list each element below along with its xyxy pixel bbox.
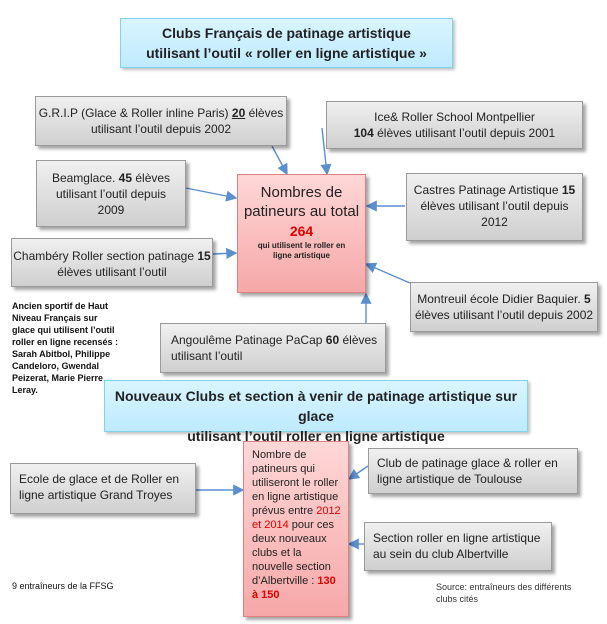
title-existing-clubs: Clubs Français de patinage artistique ut… bbox=[120, 18, 453, 68]
future-club-troyes: Ecole de glace et de Roller en ligne art… bbox=[10, 463, 196, 514]
club-montreuil: Montreuil école Didier Baquier. 5 élèves… bbox=[410, 282, 598, 332]
footer-coaches: 9 entraîneurs de la FFSG bbox=[12, 581, 114, 591]
club-chambery: Chambéry Roller section patinage 15 élèv… bbox=[11, 238, 213, 287]
club-castres: Castres Patinage Artistique 15 élèves ut… bbox=[406, 173, 583, 241]
future-total-box: Nombre de patineurs qui utiliseront le r… bbox=[243, 441, 349, 617]
club-grip: G.R.I.P (Glace & Roller inline Paris) 20… bbox=[35, 96, 287, 146]
arrow-grip bbox=[271, 145, 288, 176]
club-ice-roller-montpellier: Ice& Roller School Montpellier 104 élève… bbox=[326, 101, 583, 149]
club-beamglace: Beamglace. 45 élèves utilisant l’outil d… bbox=[36, 160, 186, 227]
arrow-ice-roller bbox=[320, 127, 332, 176]
note-former-athletes: Ancien sportif de Haut Niveau Français s… bbox=[12, 301, 119, 395]
title-new-clubs: Nouveaux Clubs et section à venir de pat… bbox=[104, 380, 528, 444]
club-angouleme: Angoulême Patinage PaCap 60 élèves utili… bbox=[160, 323, 386, 373]
arrow-montreuil bbox=[364, 262, 411, 284]
future-club-toulouse: Club de patinage glace & roller en ligne… bbox=[368, 448, 578, 494]
arrow-beamglace bbox=[185, 187, 238, 202]
footer-source: Source: entraîneurs des différents clubs… bbox=[436, 582, 572, 604]
center-total-box: Nombres de patineurs au total 264 qui ut… bbox=[237, 174, 366, 293]
arrow-toulouse bbox=[347, 465, 369, 480]
future-section-albertville: Section roller en ligne artistique au se… bbox=[364, 522, 552, 571]
arrow-chambery bbox=[212, 247, 238, 260]
